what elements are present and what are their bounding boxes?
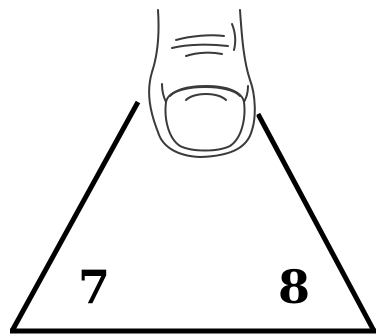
triangle-right-edge <box>258 114 374 331</box>
left-corner-number: 7 <box>78 260 110 314</box>
triangle-left-edge <box>12 102 138 331</box>
right-corner-number: 8 <box>278 260 310 314</box>
thumb-icon <box>148 8 256 157</box>
